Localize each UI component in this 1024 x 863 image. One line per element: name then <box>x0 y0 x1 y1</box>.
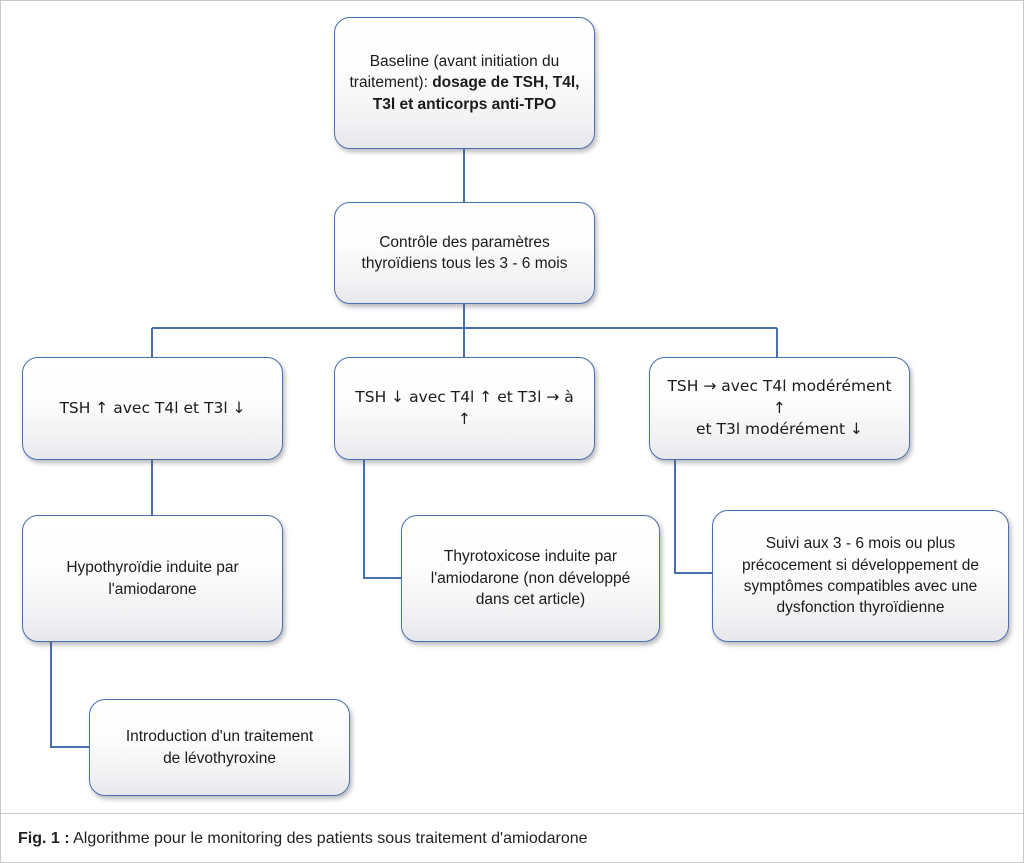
node-branch-left-text: TSH ↑ avec T4l et T3l ↓ <box>59 398 246 417</box>
figure-caption: Fig. 1 : Algorithme pour le monitoring d… <box>1 830 588 848</box>
node-levothyroxine[interactable]: Introduction d'un traitement de lévothyr… <box>89 699 350 796</box>
node-baseline-line3-bold: T3l et anticorps anti-TPO <box>372 95 557 113</box>
node-suivi-line2: précocement si développement de <box>742 556 979 574</box>
edge-branch-right-to-suivi <box>674 460 713 574</box>
node-branch-right-line2: et T3l modérément ↓ <box>695 420 864 439</box>
node-branch-middle[interactable]: TSH ↓ avec T4l ↑ et T3l → à ↑ <box>334 357 595 460</box>
figure-caption-body: Algorithme pour le monitoring des patien… <box>73 829 588 847</box>
node-levothyroxine-line2: de lévothyroxine <box>163 749 276 767</box>
node-thyrotoxicose-line2: l'amiodarone (non développé <box>430 569 631 587</box>
node-thyrotoxicose-line3: dans cet article) <box>475 591 586 609</box>
node-controle-line2: thyroïdiens tous les 3 - 6 mois <box>361 255 568 272</box>
figure-caption-bar: Fig. 1 : Algorithme pour le monitoring d… <box>1 813 1023 862</box>
node-branch-right[interactable]: TSH → avec T4l modérément ↑ et T3l modér… <box>649 357 910 460</box>
node-baseline-line2-bold: dosage de TSH, T4l, <box>432 74 580 92</box>
node-branch-middle-text: TSH ↓ avec T4l ↑ et T3l → à ↑ <box>355 388 574 428</box>
node-suivi-line3: symptômes compatibles avec une <box>743 578 978 595</box>
node-thyrotoxicose[interactable]: Thyrotoxicose induite par l'amiodarone (… <box>401 515 660 642</box>
node-baseline[interactable]: Baseline (avant initiation du traitement… <box>334 17 595 149</box>
node-controle-line1: Contrôle des paramètres <box>379 233 550 251</box>
node-branch-right-line1: TSH → avec T4l modérément ↑ <box>667 377 892 417</box>
node-baseline-line1: Baseline (avant initiation du <box>369 52 560 70</box>
node-suivi-line4: dysfonction thyroïdienne <box>776 599 945 617</box>
node-branch-left[interactable]: TSH ↑ avec T4l et T3l ↓ <box>22 357 283 460</box>
node-suivi[interactable]: Suivi aux 3 - 6 mois ou plus précocement… <box>712 510 1009 642</box>
node-thyrotoxicose-line1: Thyrotoxicose induite par <box>443 548 618 566</box>
node-hypothyroidie-line1: Hypothyroïdie induite par <box>66 559 239 577</box>
node-suivi-line1: Suivi aux 3 - 6 mois ou plus <box>765 535 956 553</box>
edge-branch-middle-to-thyrotoxicose <box>363 460 402 579</box>
node-hypothyroidie[interactable]: Hypothyroïdie induite par l'amiodarone <box>22 515 283 642</box>
node-baseline-line2-plain: traitement): <box>349 74 433 92</box>
figure-caption-label: Fig. 1 : <box>18 829 70 847</box>
edge-hypothyroidie-to-levothyroxine <box>50 642 90 748</box>
node-levothyroxine-line1: Introduction d'un traitement <box>125 728 314 746</box>
flowchart-canvas: Baseline (avant initiation du traitement… <box>1 1 1023 813</box>
node-controle[interactable]: Contrôle des paramètres thyroïdiens tous… <box>334 202 595 304</box>
node-hypothyroidie-line2: l'amiodarone <box>108 580 197 598</box>
